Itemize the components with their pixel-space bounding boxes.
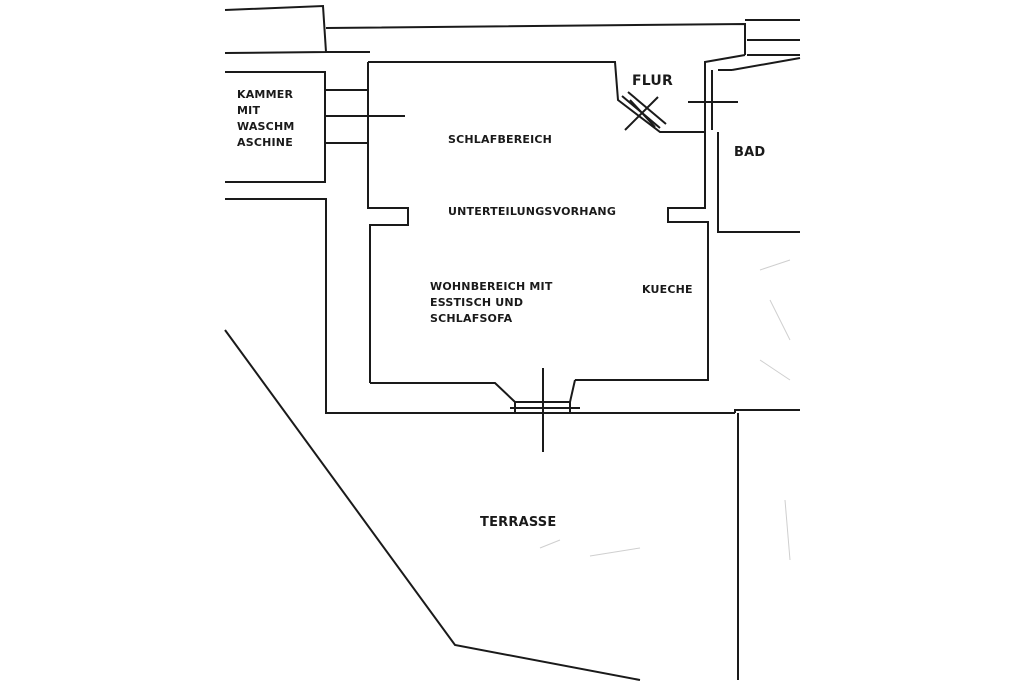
kueche-label: KUECHE — [642, 283, 693, 296]
flur-label: FLUR — [632, 73, 673, 89]
kammer-room-wall — [225, 71, 326, 183]
flur-x-marker — [624, 96, 659, 131]
main-room-top-wall — [368, 54, 746, 133]
left-wall-inner — [367, 62, 409, 383]
top-right-corridor — [744, 19, 800, 56]
main-room-right-wall — [575, 132, 709, 381]
bad-door-line — [688, 88, 738, 116]
terrace-boundary — [224, 329, 641, 681]
right-side-wall — [734, 409, 800, 680]
terrace-door-line — [510, 368, 580, 452]
bad-label: BAD — [734, 145, 766, 160]
terrasse-label: TERRASSE — [480, 515, 557, 530]
vorhang-label: UNTERTEILUNGSVORHANG — [448, 205, 617, 218]
kammer-door-frame — [325, 89, 368, 144]
main-room-bottom-wall — [370, 379, 576, 403]
outer-wall-top — [325, 22, 746, 55]
kammer-label: KAMMER MIT WASCHM ASCHINE — [237, 88, 295, 149]
outer-wall-top-left — [224, 4, 328, 54]
faint-sketch-terrace — [539, 539, 641, 557]
schlafbereich-label: SCHLAFBEREICH — [448, 133, 553, 146]
wohnbereich-label: WOHNBEREICH MIT ESSTISCH UND SCHLAFSOFA — [430, 280, 553, 325]
faint-sketch-right — [759, 259, 791, 561]
